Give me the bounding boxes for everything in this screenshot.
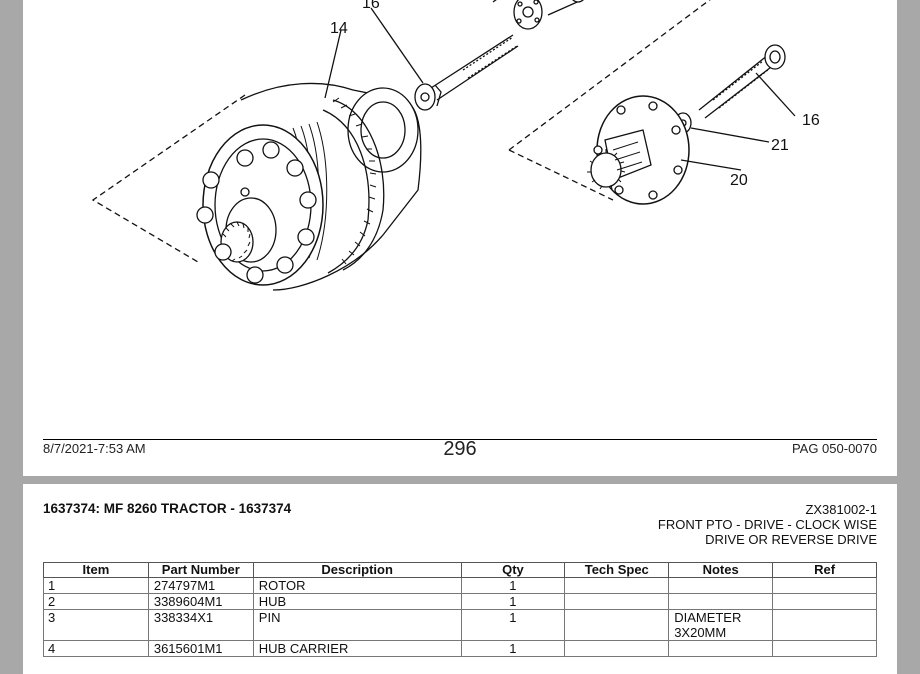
cell-notes: DIAMETER 3X20MM xyxy=(668,609,774,641)
column-header-ref: Ref xyxy=(772,562,877,578)
cell-part-number: 3615601M1 xyxy=(147,640,254,657)
cell-qty: 1 xyxy=(460,593,566,610)
cell-item: 2 xyxy=(43,593,149,610)
column-header-notes: Notes xyxy=(668,562,774,578)
callout-label: 14 xyxy=(330,20,348,37)
cell-qty: 1 xyxy=(460,577,566,594)
cell-part-number: 274797M1 xyxy=(147,577,254,594)
table-header-row: Item Part Number Description Qty Tech Sp… xyxy=(43,562,877,578)
cell-description: PIN xyxy=(252,609,462,641)
cell-part-number: 3389604M1 xyxy=(147,593,254,610)
parts-table: Item Part Number Description Qty Tech Sp… xyxy=(43,562,877,657)
table-row: 4 3615601M1 HUB CARRIER 1 xyxy=(43,640,877,657)
cell-ref xyxy=(772,577,877,594)
print-date: 8/7/2021-7:53 AM xyxy=(43,441,146,456)
cell-item: 4 xyxy=(43,640,149,657)
callout-label: 16 xyxy=(802,112,820,129)
table-row: 2 3389604M1 HUB 1 xyxy=(43,593,877,610)
cell-notes xyxy=(668,577,774,594)
callout-label: 21 xyxy=(771,137,789,154)
parts-list-page: 1637374: MF 8260 TRACTOR - 1637374 ZX381… xyxy=(23,484,897,674)
cell-item: 1 xyxy=(43,577,149,594)
cell-tech-spec xyxy=(564,609,670,641)
cell-part-number: 338334X1 xyxy=(147,609,254,641)
cell-notes xyxy=(668,640,774,657)
cell-ref xyxy=(772,640,877,657)
table-row: 1 274797M1 ROTOR 1 xyxy=(43,577,877,594)
cell-description: HUB xyxy=(252,593,462,610)
cell-tech-spec xyxy=(564,640,670,657)
footer-divider xyxy=(43,439,877,440)
section-header: ZX381002-1 FRONT PTO - DRIVE - CLOCK WIS… xyxy=(658,502,877,547)
callout-label: 20 xyxy=(730,172,748,189)
cell-item: 3 xyxy=(43,609,149,641)
document-title: 1637374: MF 8260 TRACTOR - 1637374 xyxy=(43,501,292,516)
column-header-tech-spec: Tech Spec xyxy=(564,562,670,578)
section-subtitle-line1: FRONT PTO - DRIVE - CLOCK WISE xyxy=(657,517,877,532)
table-row: 3 338334X1 PIN 1 DIAMETER 3X20MM xyxy=(43,609,877,641)
cell-notes xyxy=(668,593,774,610)
cell-tech-spec xyxy=(564,577,670,594)
cell-description: ROTOR xyxy=(252,577,462,594)
cell-ref xyxy=(772,609,877,641)
section-code: ZX381002-1 xyxy=(805,502,877,517)
callout-labels: 16 14 16 21 20 xyxy=(330,0,820,189)
column-header-item: Item xyxy=(43,562,149,578)
page-number: 296 xyxy=(443,438,477,460)
column-header-description: Description xyxy=(252,562,462,578)
callout-label: 16 xyxy=(362,0,380,12)
exploded-parts-diagram: 16 14 16 21 20 xyxy=(91,0,820,291)
section-subtitle-line2: DRIVE OR REVERSE DRIVE xyxy=(705,532,877,547)
column-header-qty: Qty xyxy=(460,562,566,578)
cell-qty: 1 xyxy=(460,640,566,657)
cell-qty: 1 xyxy=(460,609,566,641)
diagram-page: 16 14 16 21 20 8/7/2021-7:53 AM 296 PAG … xyxy=(23,0,897,476)
column-header-part-number: Part Number xyxy=(147,562,254,578)
cell-ref xyxy=(772,593,877,610)
cell-description: HUB CARRIER xyxy=(252,640,462,657)
cell-tech-spec xyxy=(564,593,670,610)
page-reference: PAG 050-0070 xyxy=(791,441,877,456)
